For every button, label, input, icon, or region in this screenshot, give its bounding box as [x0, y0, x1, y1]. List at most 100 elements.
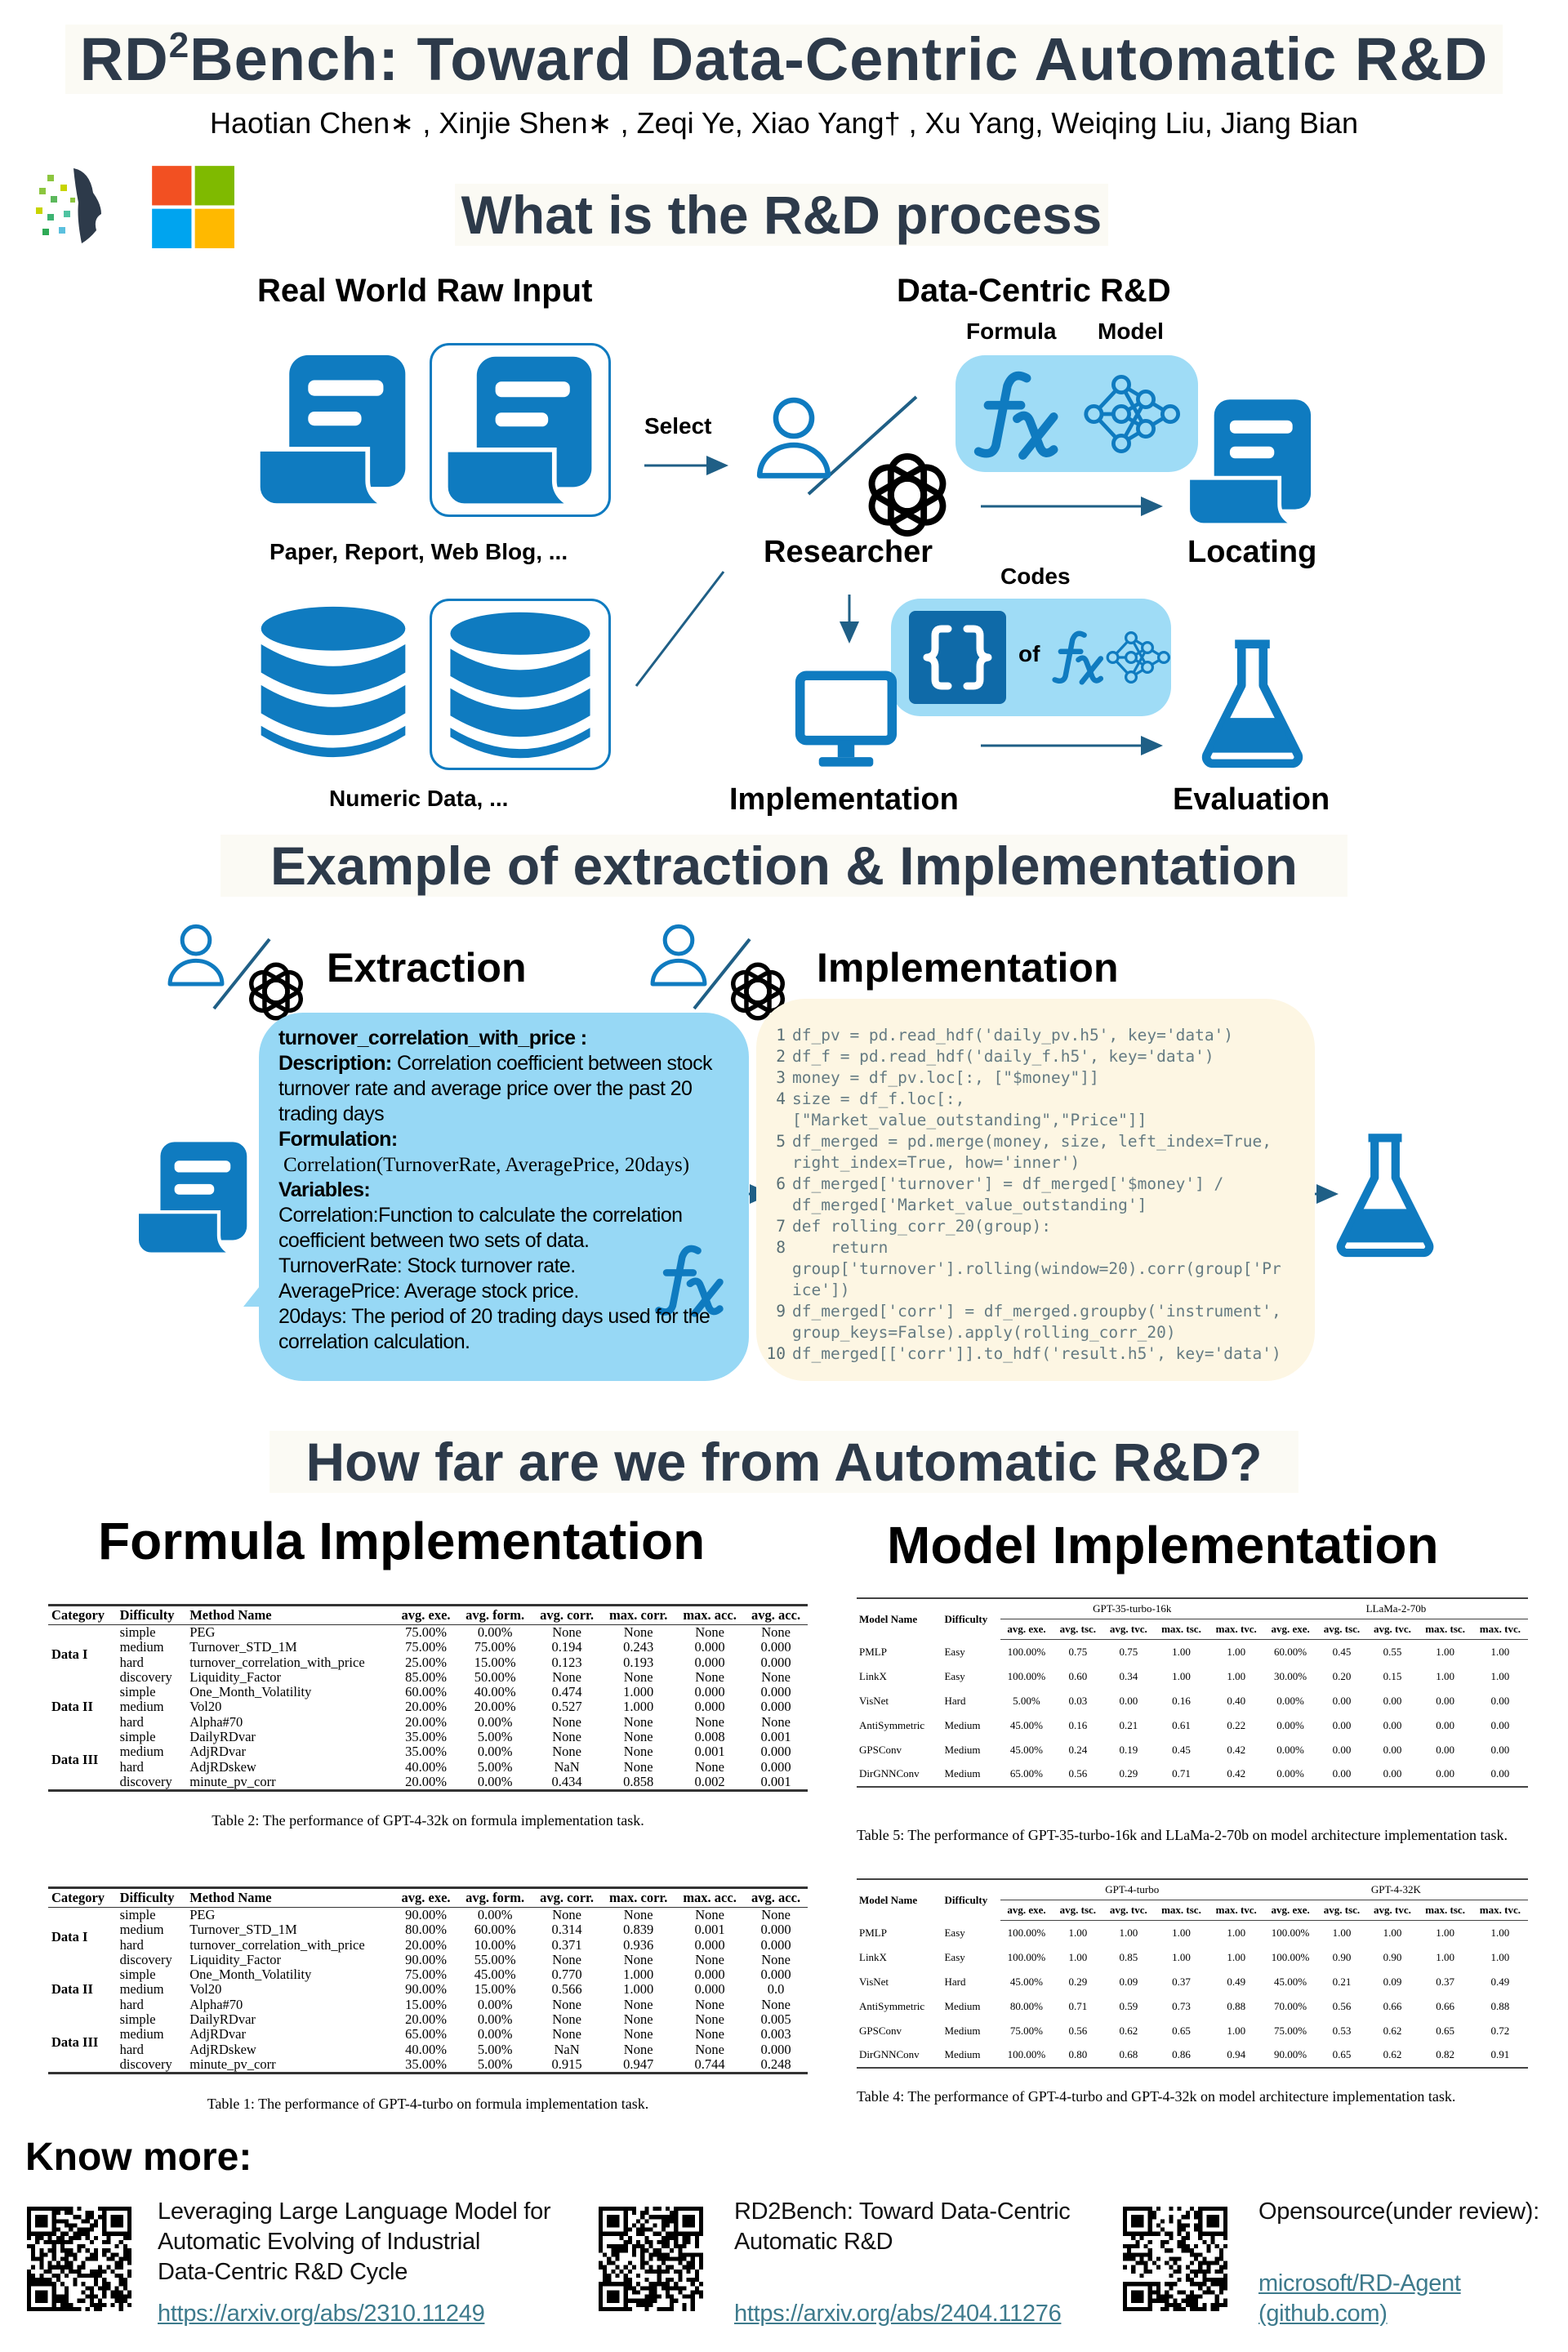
table-cell: 0.15 [1383, 1669, 1402, 1682]
table-cell: 0.00% [1276, 1743, 1304, 1756]
table-cell: None [623, 1668, 653, 1685]
table-cell: simple [119, 1967, 156, 1983]
table-cell: 0.16 [1068, 1718, 1088, 1731]
table-cell: AdjRDskew [189, 1758, 256, 1775]
table-cell: NaN [554, 2041, 580, 2057]
code-text: return [792, 1238, 889, 1257]
table-cell: Easy [944, 1645, 965, 1658]
reference-link[interactable]: (github.com) [1258, 2301, 1388, 2327]
codes-label: Codes [1000, 564, 1071, 589]
table-cell: 0.00 [1332, 1767, 1352, 1780]
table-cell: 0.371 [551, 1936, 582, 1953]
qr-code-icon[interactable] [599, 2206, 703, 2312]
table-cell: 0.000 [760, 1967, 791, 1983]
column-header: avg. tvc. [1366, 1900, 1419, 1921]
reference-link[interactable]: https://arxiv.org/abs/2310.11249 [158, 2301, 485, 2327]
table-cell: 75.00% [1009, 2024, 1044, 2037]
neural-network-icon [1105, 625, 1170, 690]
column-header: avg. exe. [394, 1605, 458, 1625]
table-cell: 0.55 [1383, 1645, 1402, 1658]
qr-code-icon[interactable] [1123, 2206, 1227, 2312]
column-header: avg. corr. [532, 1887, 602, 1908]
table-cell: 0.91 [1490, 2048, 1510, 2060]
table-cell: 60.00% [1274, 1645, 1307, 1658]
formula-implementation-title: Formula Implementation [98, 1512, 706, 1570]
table-cell: 1.00 [1490, 1926, 1510, 1939]
table-cell: 0.00 [1436, 1767, 1454, 1780]
table-cell: 0.65 [1172, 2024, 1191, 2037]
table-cell: 0.00% [477, 1773, 513, 1789]
description-text: Correlation coefficient between stock tu… [278, 1052, 713, 1125]
table-cell: Hard [944, 1694, 966, 1707]
know-more-title: Know more: [25, 2136, 252, 2179]
code-line: df_merged['Market_value_outstanding'] [766, 1195, 1298, 1216]
table-cell: 0.00% [1276, 1767, 1304, 1780]
table-cell: 100.00% [1271, 1926, 1310, 1939]
table-cell: 0.62 [1383, 2024, 1402, 2037]
table-cell: 35.00% [405, 1744, 447, 1760]
column-header: max. acc. [675, 1887, 745, 1908]
category-cell: Data I [51, 1646, 88, 1663]
table-cell: 1.00 [1490, 1645, 1510, 1658]
table-cell: 1.00 [1436, 1950, 1454, 1963]
code-line: ice']) [766, 1280, 1298, 1301]
table-cell: 0.56 [1068, 2024, 1088, 2037]
table-cell: None [552, 1729, 581, 1745]
table-cell: 5.00% [1013, 1694, 1040, 1707]
category-cell: Data III [51, 1751, 99, 1767]
reference-link[interactable]: https://arxiv.org/abs/2404.11276 [734, 2301, 1062, 2327]
table-cell: 20.00% [405, 2011, 447, 2028]
table-cell: 0.72 [1490, 2024, 1510, 2037]
table-cell: simple [119, 1729, 156, 1745]
table-cell: 0.858 [623, 1773, 654, 1789]
table-cell: 0.16 [1172, 1694, 1191, 1707]
column-header: max. tvc. [1472, 1619, 1528, 1640]
line-number: 7 [776, 1217, 786, 1236]
table-cell: 50.00% [474, 1668, 516, 1685]
table-cell: Medium [944, 2024, 981, 2037]
reference-link[interactable]: microsoft/RD-Agent [1258, 2270, 1461, 2296]
table-cell: 75.00% [405, 1624, 447, 1640]
qr-code-icon[interactable] [27, 2206, 131, 2312]
table-cell: 0.37 [1436, 1975, 1454, 1988]
table-cell: 0.61 [1172, 1718, 1191, 1731]
table-cell: 0.000 [694, 1699, 725, 1715]
table-cell: 0.62 [1383, 2048, 1402, 2060]
reference-text: Data-Centric R&D Cycle [158, 2259, 408, 2285]
table-cell: 0.60 [1068, 1669, 1088, 1682]
neural-network-icon [1078, 365, 1184, 463]
table-cell: 0.62 [1119, 2024, 1138, 2037]
reference-item: Opensource(under review):microsoft/RD-Ag… [1258, 2197, 1561, 2329]
table-cell: PMLP [859, 1645, 887, 1658]
table-cell: 0.82 [1436, 2048, 1454, 2060]
table-cell: 100.00% [1007, 1645, 1046, 1658]
table-cell: None [552, 1668, 581, 1685]
table-cell: 0.001 [694, 1922, 725, 1938]
table-cell: None [761, 1668, 791, 1685]
code-text: df_f = pd.read_hdf('daily_f.h5', key='da… [792, 1047, 1214, 1066]
code-line: 8 return [766, 1237, 1298, 1258]
table-cell: One_Month_Volatility [189, 1967, 312, 1983]
table-cell: 0.03 [1068, 1694, 1088, 1707]
column-header: max. corr. [601, 1887, 676, 1908]
formula-label: Formula [966, 318, 1057, 344]
table-cell: 0.000 [760, 1744, 791, 1760]
table-cell: 1.00 [1227, 1669, 1246, 1682]
model-group-header: LLaMa-2-70b [1263, 1598, 1528, 1619]
table-cell: AntiSymmetric [859, 1999, 925, 2012]
paper-caption: Paper, Report, Web Blog, ... [270, 539, 568, 564]
formulation-text: Correlation(TurnoverRate, AveragePrice, … [283, 1154, 690, 1176]
table-cell: 0.68 [1119, 2048, 1138, 2060]
table-cell: hard [119, 1936, 144, 1953]
code-text: def rolling_corr_20(group): [792, 1217, 1051, 1236]
evaluation-label: Evaluation [1173, 782, 1330, 817]
table-cell: 100.00% [1007, 1926, 1046, 1939]
table-cell: medium [119, 1699, 164, 1715]
